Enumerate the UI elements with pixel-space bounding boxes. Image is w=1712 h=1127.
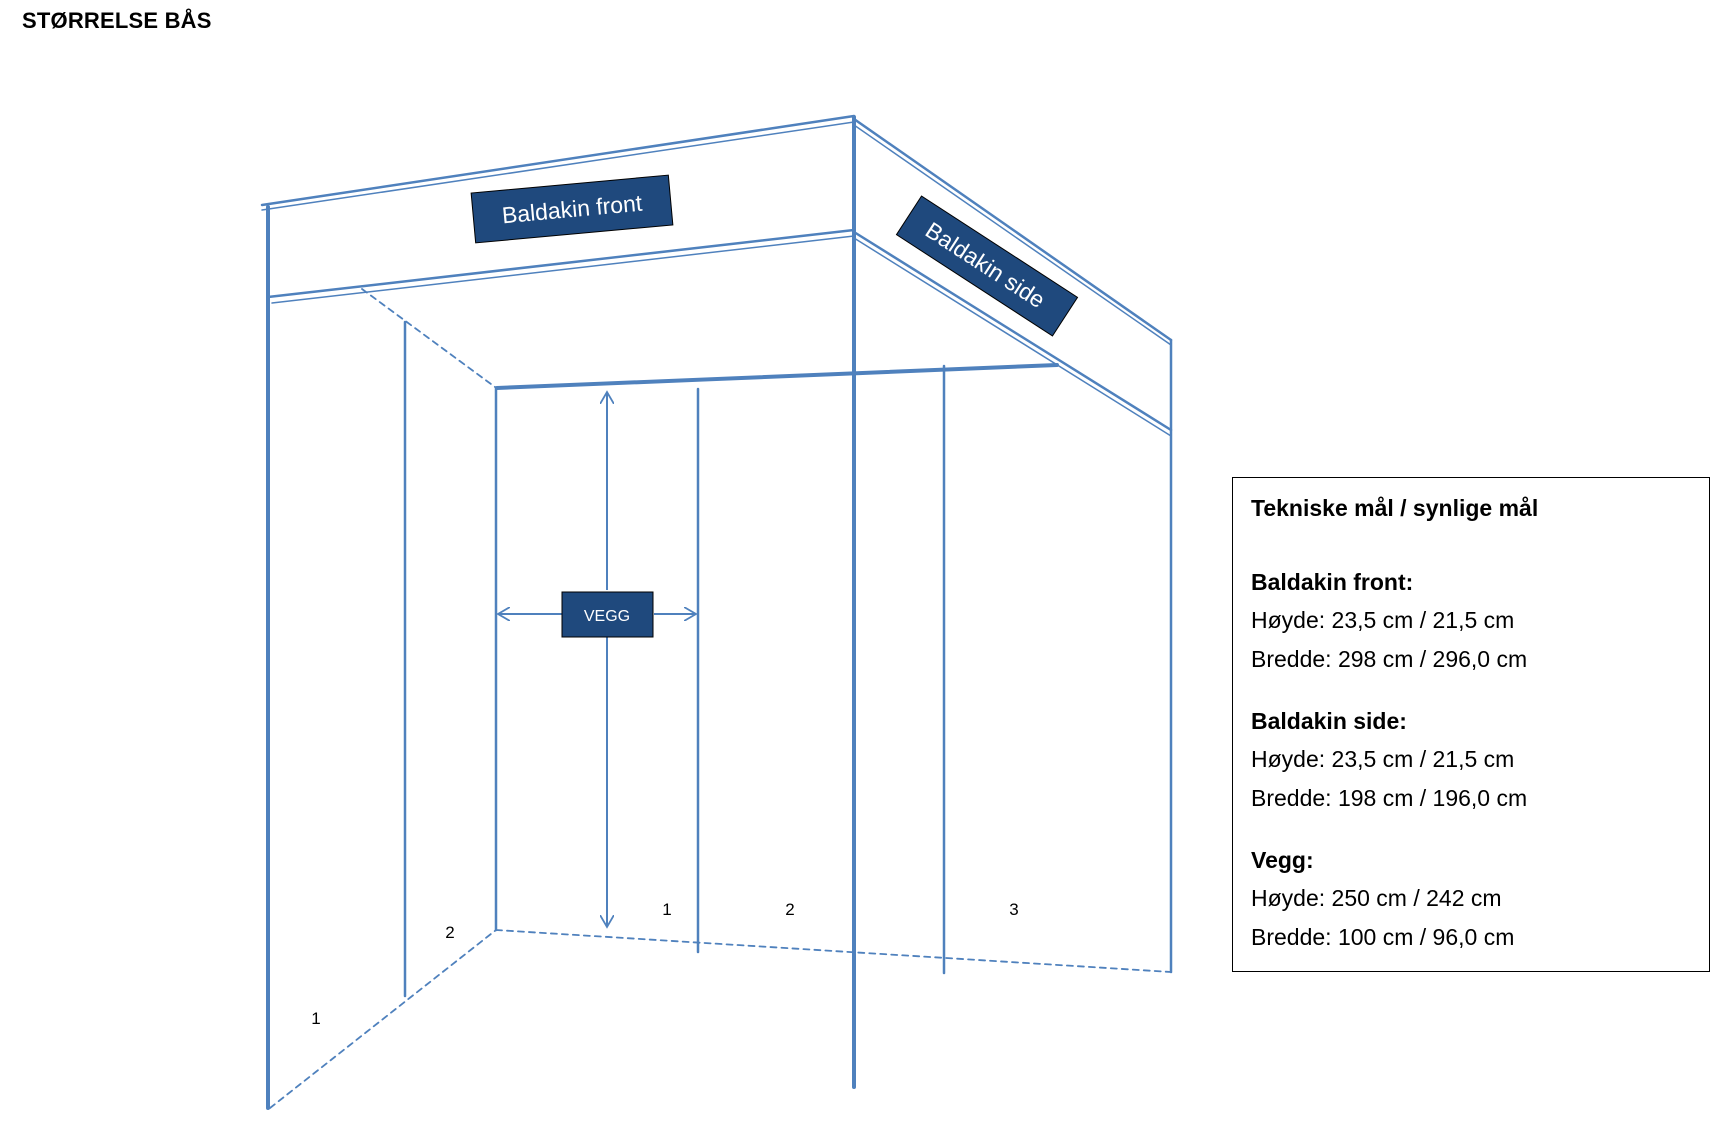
info-line: Høyde: 23,5 cm / 21,5 cm — [1251, 746, 1515, 772]
info-line: Bredde: 198 cm / 196,0 cm — [1251, 785, 1528, 811]
page-title: STØRRELSE BÅS — [22, 8, 212, 33]
info-section-baldakin-side: Baldakin side: Høyde: 23,5 cm / 21,5 cm … — [1251, 703, 1691, 818]
panel-number-back-3: 3 — [1009, 900, 1018, 919]
panel-number-back-1: 1 — [662, 900, 671, 919]
info-title: Tekniske mål / synlige mål — [1251, 495, 1539, 521]
panel-number-left-2: 2 — [445, 923, 454, 942]
front-fascia-bottom — [266, 228, 856, 299]
side-fascia-bottom — [852, 230, 1173, 432]
side-fascia-bottom-inner — [853, 237, 1172, 437]
front-fascia-top-inner — [261, 121, 855, 211]
technical-dimensions-box: Tekniske mål / synlige mål Baldakin fron… — [1232, 477, 1710, 972]
front-fascia-top — [260, 114, 856, 207]
info-section-vegg: Vegg: Høyde: 250 cm / 242 cm Bredde: 100… — [1251, 842, 1691, 957]
baldakin-front-label: Baldakin front — [470, 174, 674, 244]
dashed-floor-left — [269, 929, 497, 1109]
info-heading: Baldakin front: — [1251, 569, 1414, 595]
info-line: Bredde: 100 cm / 96,0 cm — [1251, 924, 1515, 950]
vegg-text: VEGG — [584, 608, 630, 625]
panel-number-back-2: 2 — [785, 900, 794, 919]
dashed-top-left — [361, 288, 496, 388]
dashed-floor-back — [495, 929, 1172, 973]
side-fascia-top — [852, 117, 1173, 342]
info-line: Bredde: 298 cm / 296,0 cm — [1251, 646, 1528, 672]
booth-frame — [260, 114, 1173, 1110]
info-line: Høyde: 23,5 cm / 21,5 cm — [1251, 607, 1515, 633]
panel-number-left-1: 1 — [311, 1009, 320, 1028]
panel-numbers: 1 2 1 2 3 — [311, 900, 1018, 1028]
info-heading: Vegg: — [1251, 847, 1314, 873]
dimension-arrows — [498, 392, 696, 927]
info-heading: Baldakin side: — [1251, 708, 1407, 734]
info-section-baldakin-front: Baldakin front: Høyde: 23,5 cm / 21,5 cm… — [1251, 564, 1691, 679]
front-fascia-bottom-inner — [271, 235, 855, 304]
baldakin-side-text: Baldakin side — [921, 217, 1050, 313]
side-fascia-top-inner — [853, 124, 1172, 346]
vegg-label: VEGG — [561, 591, 654, 638]
back-top-beam — [495, 363, 1059, 390]
info-line: Høyde: 250 cm / 242 cm — [1251, 885, 1502, 911]
